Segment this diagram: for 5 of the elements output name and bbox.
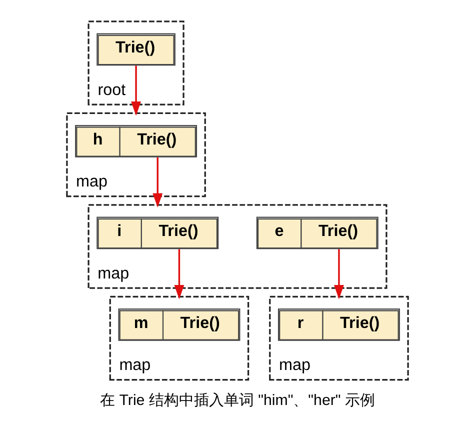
arrow: [174, 249, 184, 300]
arrow: [152, 157, 162, 208]
arrow: [333, 249, 344, 300]
arrow: [130, 66, 141, 116]
caption: 在 Trie 结构中插入单词 "him"、"her" 示例: [100, 392, 374, 409]
